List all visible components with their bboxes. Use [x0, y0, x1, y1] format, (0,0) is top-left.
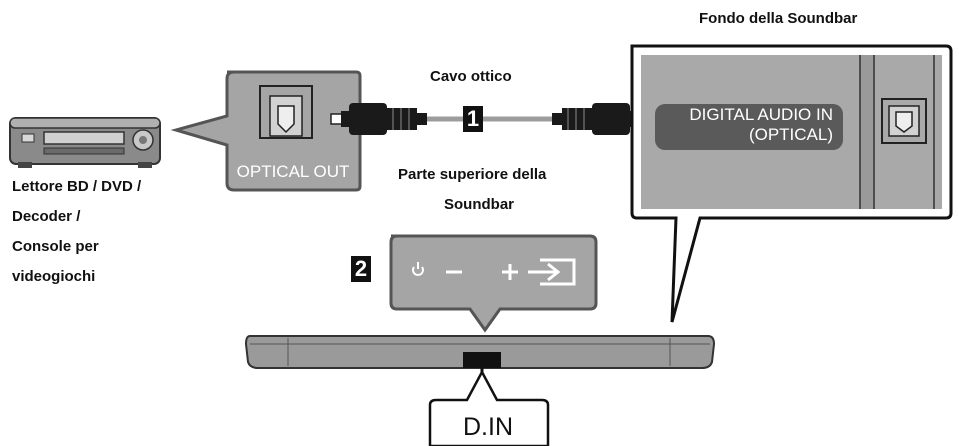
source-input-icon — [528, 258, 576, 286]
optical-cable — [330, 103, 649, 135]
digital-audio-in-line1: DIGITAL AUDIO IN — [689, 105, 833, 124]
digital-audio-in-line2: (OPTICAL) — [748, 125, 833, 144]
soundbar-bottom-title: Fondo della Soundbar — [699, 10, 858, 27]
step-1-badge: 1 — [463, 106, 483, 132]
optical-out-label: OPTICAL OUT — [236, 162, 350, 181]
optical-out-callout — [170, 70, 362, 192]
power-icon — [412, 262, 424, 276]
soundbar-bottom-callout — [630, 44, 953, 323]
soundbar-top-callout — [389, 234, 598, 333]
bd-dvd-player-icon — [9, 117, 161, 168]
din-callout — [428, 369, 550, 446]
device-label-line4: videogiochi — [12, 268, 96, 285]
soundbar-icon — [244, 335, 716, 390]
source-device-label: Lettore BD / DVD / Decoder / Console per… — [12, 174, 141, 290]
cable-label: Cavo ottico — [430, 68, 512, 85]
volume-up-icon — [502, 264, 518, 280]
digital-audio-in-label: DIGITAL AUDIO IN (OPTICAL) — [655, 105, 843, 149]
din-label: D.IN — [463, 413, 513, 441]
device-label-line3: Console per — [12, 238, 99, 255]
step-2-badge: 2 — [351, 256, 371, 282]
soundbar-top-title-line1: Parte superiore della — [398, 166, 547, 183]
device-label-line1: Lettore BD / DVD / — [12, 178, 142, 195]
device-label-line2: Decoder / — [12, 208, 81, 225]
soundbar-top-title-line2: Soundbar — [444, 196, 514, 213]
